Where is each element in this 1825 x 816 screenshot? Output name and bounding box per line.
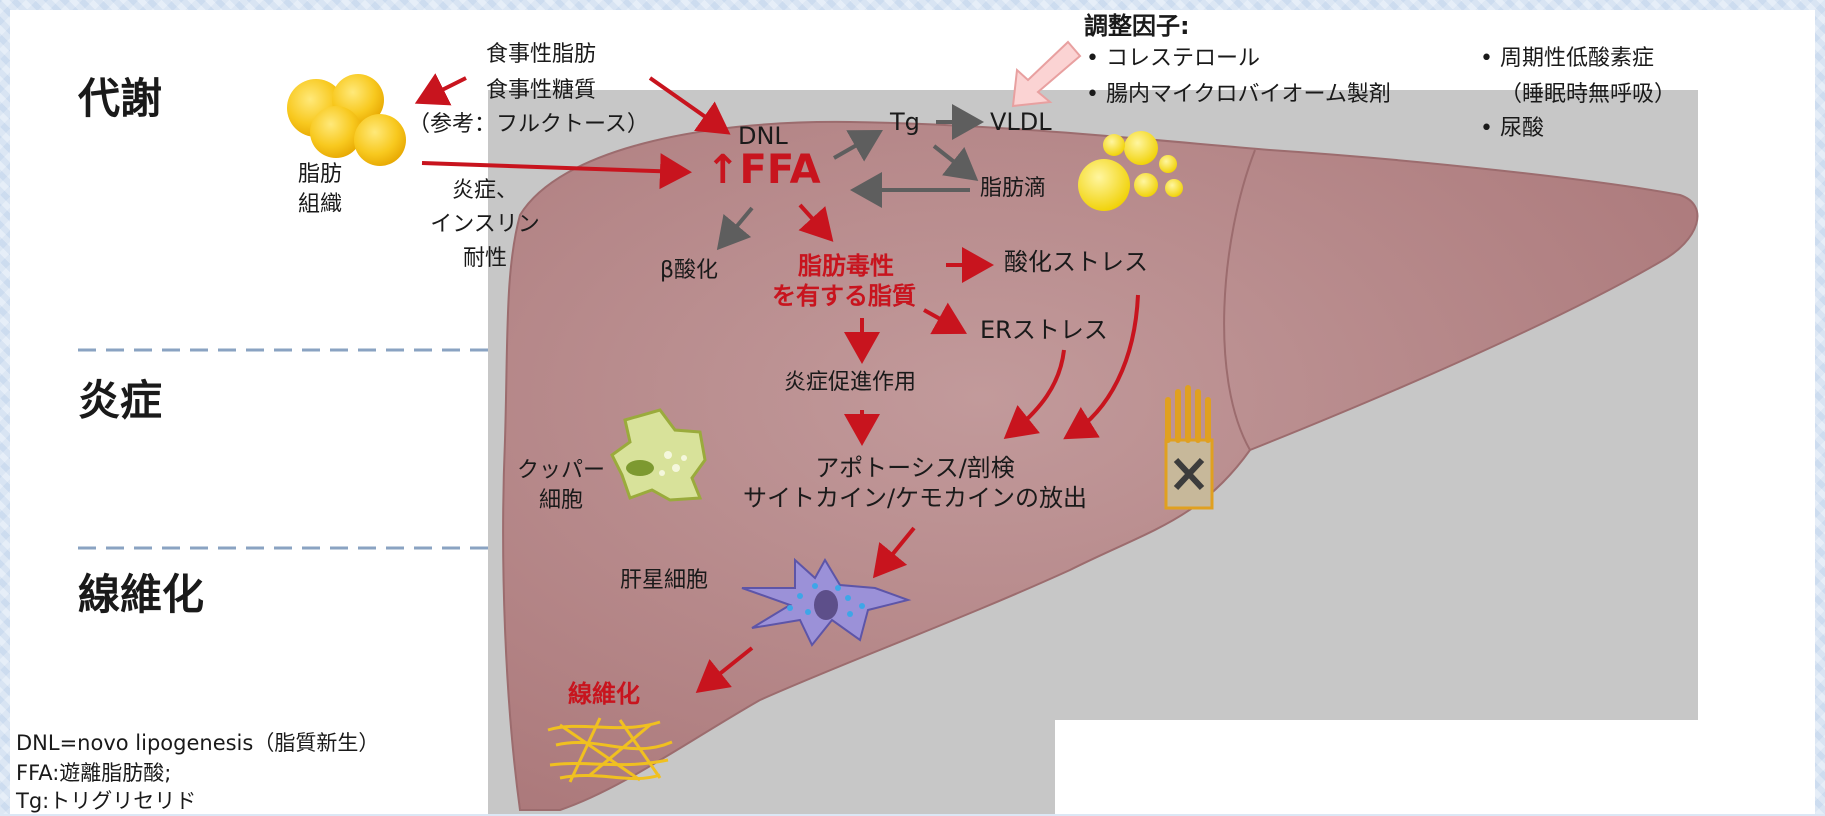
fibrosis-label: 線維化 [568,680,640,709]
adipose-tissue-icon [287,74,406,166]
legend-tg: Tg:トリグリセリド [16,786,196,816]
adipose-label-line1: 脂肪 [298,162,342,188]
modifier-uric-acid: • 尿酸 [1480,116,1544,142]
section-inflammation: 炎症 [78,376,162,426]
modifier-hypoxia: • 周期性低酸素症 [1480,46,1654,72]
diet-sugar-label: 食事性糖質 [486,78,596,104]
apoptosis-label-line2: サイトカイン/ケモカインの放出 [700,484,1130,513]
legend-dnl: DNL=novo lipogenesis（脂質新生） [16,728,379,758]
section-metabolism: 代謝 [78,74,162,124]
stellate-cell-label: 肝星細胞 [620,568,708,594]
modifier-cholesterol: • コレステロール [1086,46,1260,72]
inflammation-label: 炎症、 [410,178,560,204]
modifier-uric-acid-text: 尿酸 [1500,116,1544,141]
modifier-cholesterol-text: コレステロール [1106,46,1260,71]
modifiers-title: 調整因子: [1084,12,1190,41]
modifier-microbiome-text: 腸内マイクロバイオーム製剤 [1106,82,1391,107]
apoptosis-label-line1: アポトーシス/剖検 [700,454,1130,483]
section-fibrosis: 線維化 [78,570,204,620]
proinflammatory-label: 炎症促進作用 [784,370,916,396]
modifier-apnea: （睡眠時無呼吸） [1500,82,1676,108]
ffa-label: ↑FFA [706,146,821,194]
kupffer-label-line2: 細胞 [506,488,616,514]
er-stress-label: ERストレス [980,316,1108,345]
kupffer-label-line1: クッパー [506,458,616,484]
resistance-label: 耐性 [410,246,560,272]
vldl-label: VLDL [990,108,1052,137]
lipotoxic-label-line1: 脂肪毒性 [798,252,894,281]
liver-backdrop-lower [1055,720,1698,814]
beta-oxidation-label: β酸化 [660,258,718,284]
modifier-microbiome: • 腸内マイクロバイオーム製剤 [1086,82,1391,108]
oxidative-stress-label: 酸化ストレス [1004,248,1148,277]
arrow-diet-to-adipose [422,78,466,100]
lipotoxic-label-line2: を有する脂質 [772,282,916,311]
lipid-droplet-label: 脂肪滴 [980,176,1046,202]
modifier-hypoxia-text: 周期性低酸素症 [1500,46,1654,71]
diet-fructose-note: （参考：フルクトース） [408,112,649,138]
adipose-label-line2: 組織 [298,192,342,218]
insulin-label: インスリン [410,212,560,238]
tg-label: Tg [890,108,920,137]
diet-fat-label: 食事性脂肪 [486,42,596,68]
legend-ffa: FFA:遊離脂肪酸; [16,758,171,788]
